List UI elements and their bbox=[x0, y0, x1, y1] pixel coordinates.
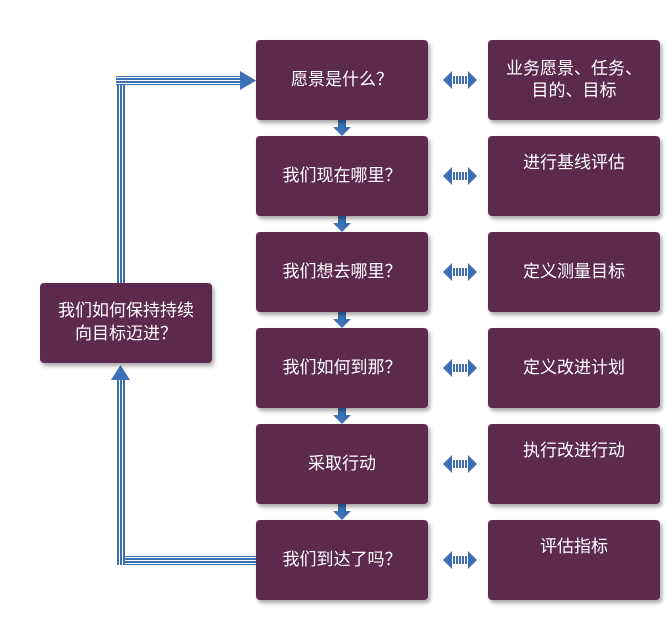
step-box-arrived: 我们到达了吗？ bbox=[256, 520, 428, 600]
double-arrow-6 bbox=[443, 551, 477, 569]
double-arrow-4 bbox=[443, 359, 477, 377]
step-question: 我们到达了吗？ bbox=[282, 550, 402, 570]
action-box-vision: 业务愿景、任务、目的、目标 bbox=[488, 40, 660, 120]
down-arrow-5 bbox=[333, 504, 351, 520]
action-box-baseline: 进行基线评估 bbox=[488, 136, 660, 216]
action-box-improvement-plan: 定义改进计划 bbox=[488, 328, 660, 408]
double-arrow-5 bbox=[443, 455, 477, 473]
step-box-current-state: 我们现在哪里？ bbox=[256, 136, 428, 216]
down-arrow-2 bbox=[333, 216, 351, 232]
step-question: 我们如何到那？ bbox=[282, 358, 402, 378]
step-box-take-action: 采取行动 bbox=[256, 424, 428, 504]
step-question: 愿景是什么？ bbox=[291, 70, 393, 90]
down-arrow-3 bbox=[333, 312, 351, 328]
action-text: 进行基线评估 bbox=[523, 153, 625, 173]
step-box-target-state: 我们想去哪里？ bbox=[256, 232, 428, 312]
central-question-text: 我们如何保持持续向目标迈进？ bbox=[58, 301, 194, 344]
down-arrow-1 bbox=[333, 120, 351, 136]
step-question: 我们现在哪里？ bbox=[282, 166, 402, 186]
loop-arrow-return bbox=[111, 365, 256, 565]
down-arrows bbox=[333, 120, 351, 520]
action-box-measure-goals: 定义测量目标 bbox=[488, 232, 660, 312]
central-question-box: 我们如何保持持续向目标迈进？ bbox=[40, 283, 212, 363]
down-arrow-4 bbox=[333, 408, 351, 424]
double-arrow-3 bbox=[443, 263, 477, 281]
step-question: 我们想去哪里？ bbox=[282, 262, 402, 282]
double-arrows bbox=[443, 71, 477, 569]
step-box-vision: 愿景是什么？ bbox=[256, 40, 428, 120]
action-text: 定义测量目标 bbox=[523, 262, 625, 282]
step-box-how-to-get-there: 我们如何到那？ bbox=[256, 328, 428, 408]
double-arrow-1 bbox=[443, 71, 477, 89]
loop-arrow-up bbox=[116, 71, 256, 283]
action-text: 评估指标 bbox=[540, 537, 608, 557]
action-box-execute: 执行改进行动 bbox=[488, 424, 660, 504]
action-text: 定义改进计划 bbox=[523, 358, 625, 378]
step-question: 采取行动 bbox=[308, 454, 376, 474]
action-text: 执行改进行动 bbox=[523, 441, 625, 461]
double-arrow-2 bbox=[443, 167, 477, 185]
action-text: 业务愿景、任务、目的、目标 bbox=[506, 59, 642, 101]
action-box-evaluate: 评估指标 bbox=[488, 520, 660, 600]
